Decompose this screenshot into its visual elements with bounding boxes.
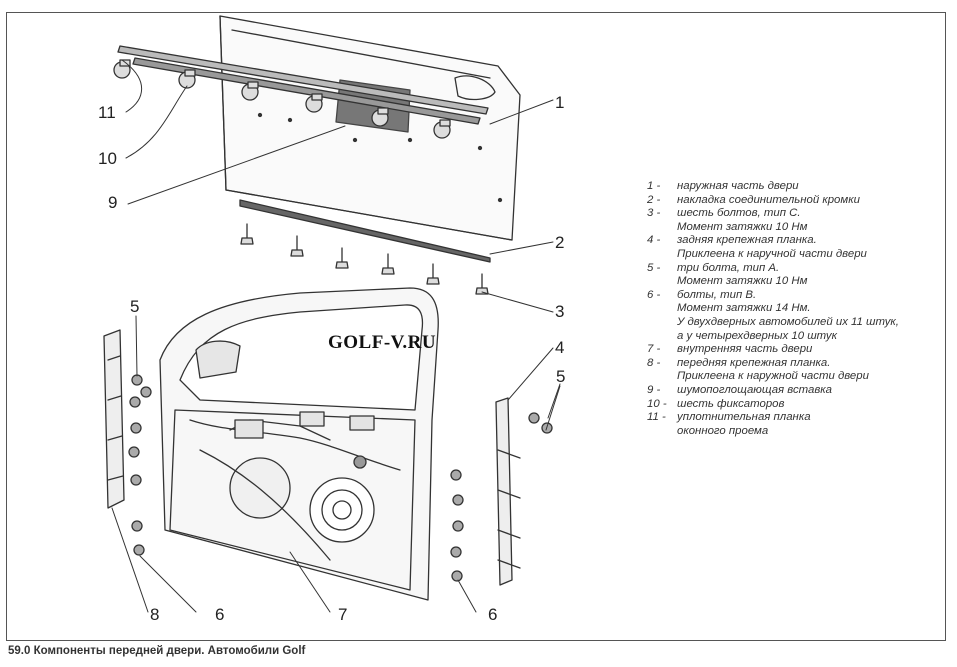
legend-item: 4 -задняя крепежная планка. Приклеена к … — [647, 234, 867, 260]
window-seal-strip — [117, 45, 489, 125]
callout-8: 8 — [150, 605, 160, 624]
inner-door-frame — [159, 287, 439, 601]
callout-6-left: 6 — [215, 605, 225, 624]
watermark: GOLF-V.RU — [328, 332, 437, 353]
legend-item: 10 -шесть фиксаторов — [647, 397, 785, 410]
legend-item: 1 -наружная часть двери — [647, 180, 799, 192]
legend-item: 6 -болты, тип В. Момент затяжки 14 Нм. У… — [647, 288, 899, 342]
callout-1: 1 — [555, 93, 565, 112]
callout-5-left: 5 — [130, 297, 140, 316]
callout-10: 10 — [98, 149, 117, 168]
parts-legend: 1 -наружная часть двери 2 -накладка соед… — [647, 180, 937, 438]
front-mounting-strip — [103, 329, 125, 509]
legend-item: 11 -уплотнительная планка оконного проем… — [647, 411, 811, 437]
callout-5-right: 5 — [556, 367, 566, 386]
legend-item: 8 -передняя крепежная планка. Приклеена … — [647, 356, 869, 383]
callout-11: 11 — [98, 103, 116, 122]
edge-trim-strip — [239, 199, 491, 263]
figure-caption: 59.0 Компоненты передней двери. Автомоби… — [8, 645, 306, 657]
callout-6-right: 6 — [488, 605, 498, 624]
bolts-type-b — [128, 396, 464, 582]
legend-item: 9 -шумопоглощающая вставка — [647, 383, 833, 396]
bolts-type-c — [240, 223, 489, 295]
legend-item: 5 -три болта, тип А. Момент затяжки 10 Н… — [647, 261, 808, 288]
rear-mounting-strip — [495, 397, 521, 586]
leader-lines — [111, 59, 561, 613]
callout-4: 4 — [555, 338, 565, 357]
outer-door-panel — [219, 15, 521, 241]
bolts-type-a — [131, 374, 553, 434]
legend-item: 3 -шесть болтов, тип С. Момент затяжки 1… — [647, 207, 808, 233]
retainer-clips — [113, 59, 451, 139]
diagram-frame — [6, 12, 946, 641]
callout-2: 2 — [555, 233, 565, 252]
callout-3: 3 — [555, 302, 565, 321]
legend-item: 7 -внутренняя часть двери — [647, 343, 813, 356]
callout-9: 9 — [108, 193, 118, 212]
legend-item: 2 -накладка соединительной кромки — [647, 193, 860, 206]
callout-7: 7 — [338, 605, 348, 624]
